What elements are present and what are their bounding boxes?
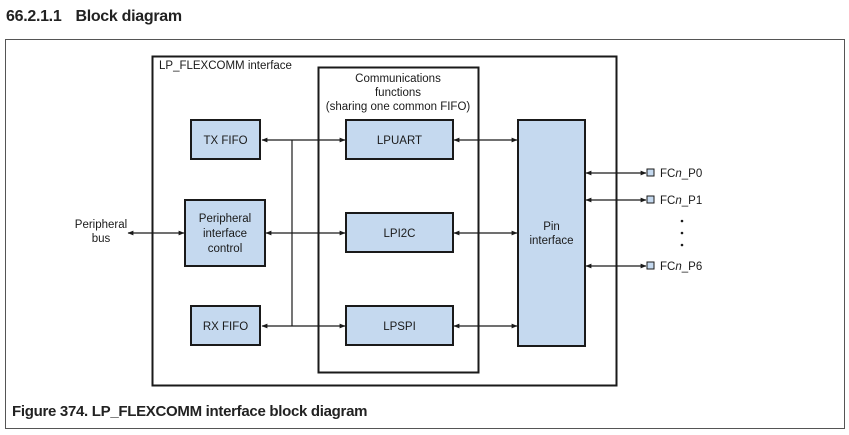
- lpspi-block: [345, 305, 454, 346]
- container-label: LP_FLEXCOMM interface: [159, 60, 292, 72]
- pin-p0-label: FCn_P0: [660, 168, 702, 180]
- peripheral-bus-label-1: Peripheral: [75, 219, 127, 231]
- pin-interface-block: [517, 119, 586, 347]
- lpi2c-block: [345, 212, 454, 253]
- comm-group-label-2: functions: [375, 87, 421, 99]
- section-heading: 66.2.1.1 Block diagram: [6, 8, 182, 26]
- rx-fifo-block: [190, 305, 261, 346]
- comm-group-label-3: (sharing one common FIFO): [326, 101, 471, 113]
- peripheral-control-block: [184, 199, 266, 267]
- lpuart-label: LPUART: [377, 135, 422, 147]
- peripheral-bus-label-2: bus: [92, 233, 111, 245]
- figure-caption: Figure 374. LP_FLEXCOMM interface block …: [12, 403, 368, 420]
- pin-p0-terminal: [646, 168, 655, 177]
- ellipsis-dot: [680, 243, 684, 247]
- lpuart-block: [345, 119, 454, 160]
- peripheral-control-label-3: control: [208, 243, 243, 255]
- ellipsis-dot: [680, 219, 684, 223]
- lpspi-label: LPSPI: [383, 321, 416, 333]
- section-title: Block diagram: [75, 8, 182, 25]
- section-number: 66.2.1.1: [6, 8, 62, 25]
- rx-fifo-label: RX FIFO: [203, 321, 248, 333]
- comm-group-label-1: Communications: [355, 73, 441, 85]
- tx-fifo-label: TX FIFO: [203, 135, 247, 147]
- lp-flexcomm-container: [151, 55, 618, 387]
- pin-p6-terminal: [646, 261, 655, 270]
- pin-p6-label: FCn_P6: [660, 261, 702, 273]
- peripheral-control-label-1: Peripheral: [199, 213, 251, 225]
- pin-ellipsis: [680, 219, 684, 247]
- comm-functions-group: [317, 66, 480, 374]
- tx-fifo-block: [190, 119, 261, 160]
- figure-frame: [5, 39, 845, 429]
- pin-interface-label-1: Pin: [543, 221, 560, 233]
- pin-p1-terminal: [646, 195, 655, 204]
- lpi2c-label: LPI2C: [384, 228, 416, 240]
- peripheral-control-label-2: interface: [203, 228, 247, 240]
- pin-p1-label: FCn_P1: [660, 195, 702, 207]
- pin-interface-label-2: interface: [529, 235, 573, 247]
- ellipsis-dot: [680, 231, 684, 235]
